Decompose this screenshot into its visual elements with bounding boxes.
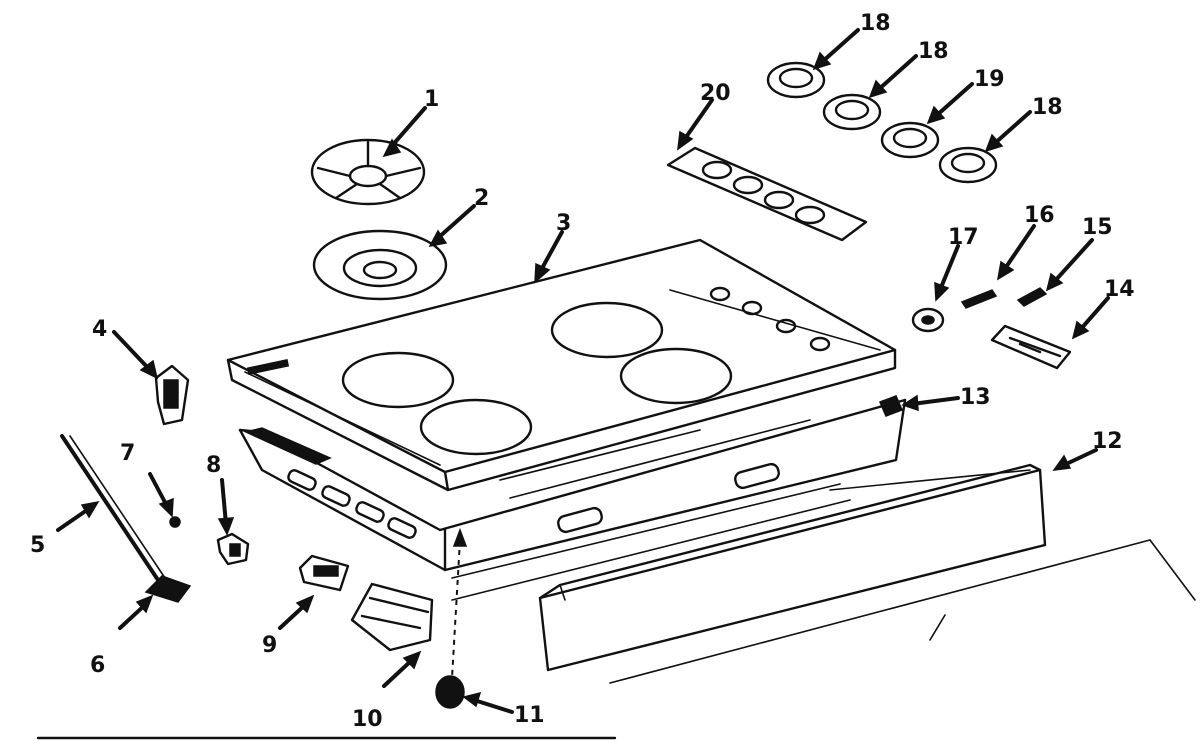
part-16-spring <box>960 289 998 309</box>
floor-line-edge <box>1149 539 1196 601</box>
callout-8: 8 <box>206 453 221 478</box>
part-3-cooktop <box>226 238 897 492</box>
floor-line <box>609 539 1151 684</box>
callout-19: 19 <box>974 67 1005 92</box>
callout-12: 12 <box>1092 429 1123 454</box>
callout-2: 2 <box>474 186 489 211</box>
callout-18c: 18 <box>1032 95 1063 120</box>
callout-10: 10 <box>352 707 383 732</box>
assembly-dashed-line <box>451 539 461 679</box>
callout-4: 4 <box>92 317 107 342</box>
part-2-drip-pan <box>312 229 448 301</box>
part-6-bracket <box>144 575 192 603</box>
part-17-grommet <box>911 307 945 333</box>
callout-6: 6 <box>90 653 105 678</box>
leader-arrows <box>56 28 1110 714</box>
callout-7: 7 <box>120 441 135 466</box>
callout-16: 16 <box>1024 203 1055 228</box>
part-11-foot <box>435 675 465 709</box>
callout-15: 15 <box>1082 215 1113 240</box>
part-19-knob <box>880 121 940 159</box>
part-5-rod <box>60 434 166 582</box>
part-7-screw <box>169 516 181 528</box>
callout-3: 3 <box>556 211 571 236</box>
callout-11: 11 <box>514 703 545 728</box>
callout-20: 20 <box>700 81 731 106</box>
part-9-clip <box>298 554 350 592</box>
callout-5: 5 <box>30 533 45 558</box>
assembly-arrowhead <box>452 527 468 547</box>
part-8-clip <box>216 532 250 566</box>
part-15-screw <box>1016 287 1048 307</box>
part-18-knob-a <box>766 61 826 99</box>
callout-9: 9 <box>262 633 277 658</box>
part-18-knob-c <box>938 146 998 184</box>
callout-14: 14 <box>1104 277 1135 302</box>
part-13-burner-box <box>238 395 907 601</box>
callout-1: 1 <box>424 87 439 112</box>
floor-tick <box>929 614 946 641</box>
callout-17: 17 <box>948 225 979 250</box>
part-10-bracket <box>350 582 434 652</box>
part-4-bracket <box>154 364 190 426</box>
part-20-control-panel <box>666 146 868 242</box>
callout-18a: 18 <box>860 11 891 36</box>
part-1-burner-cap <box>310 138 426 206</box>
part-12-front-panel <box>538 463 1047 672</box>
callout-13: 13 <box>960 385 991 410</box>
part-14-bracket <box>990 324 1072 370</box>
callout-18b: 18 <box>918 39 949 64</box>
part-18-knob-b <box>822 93 882 131</box>
